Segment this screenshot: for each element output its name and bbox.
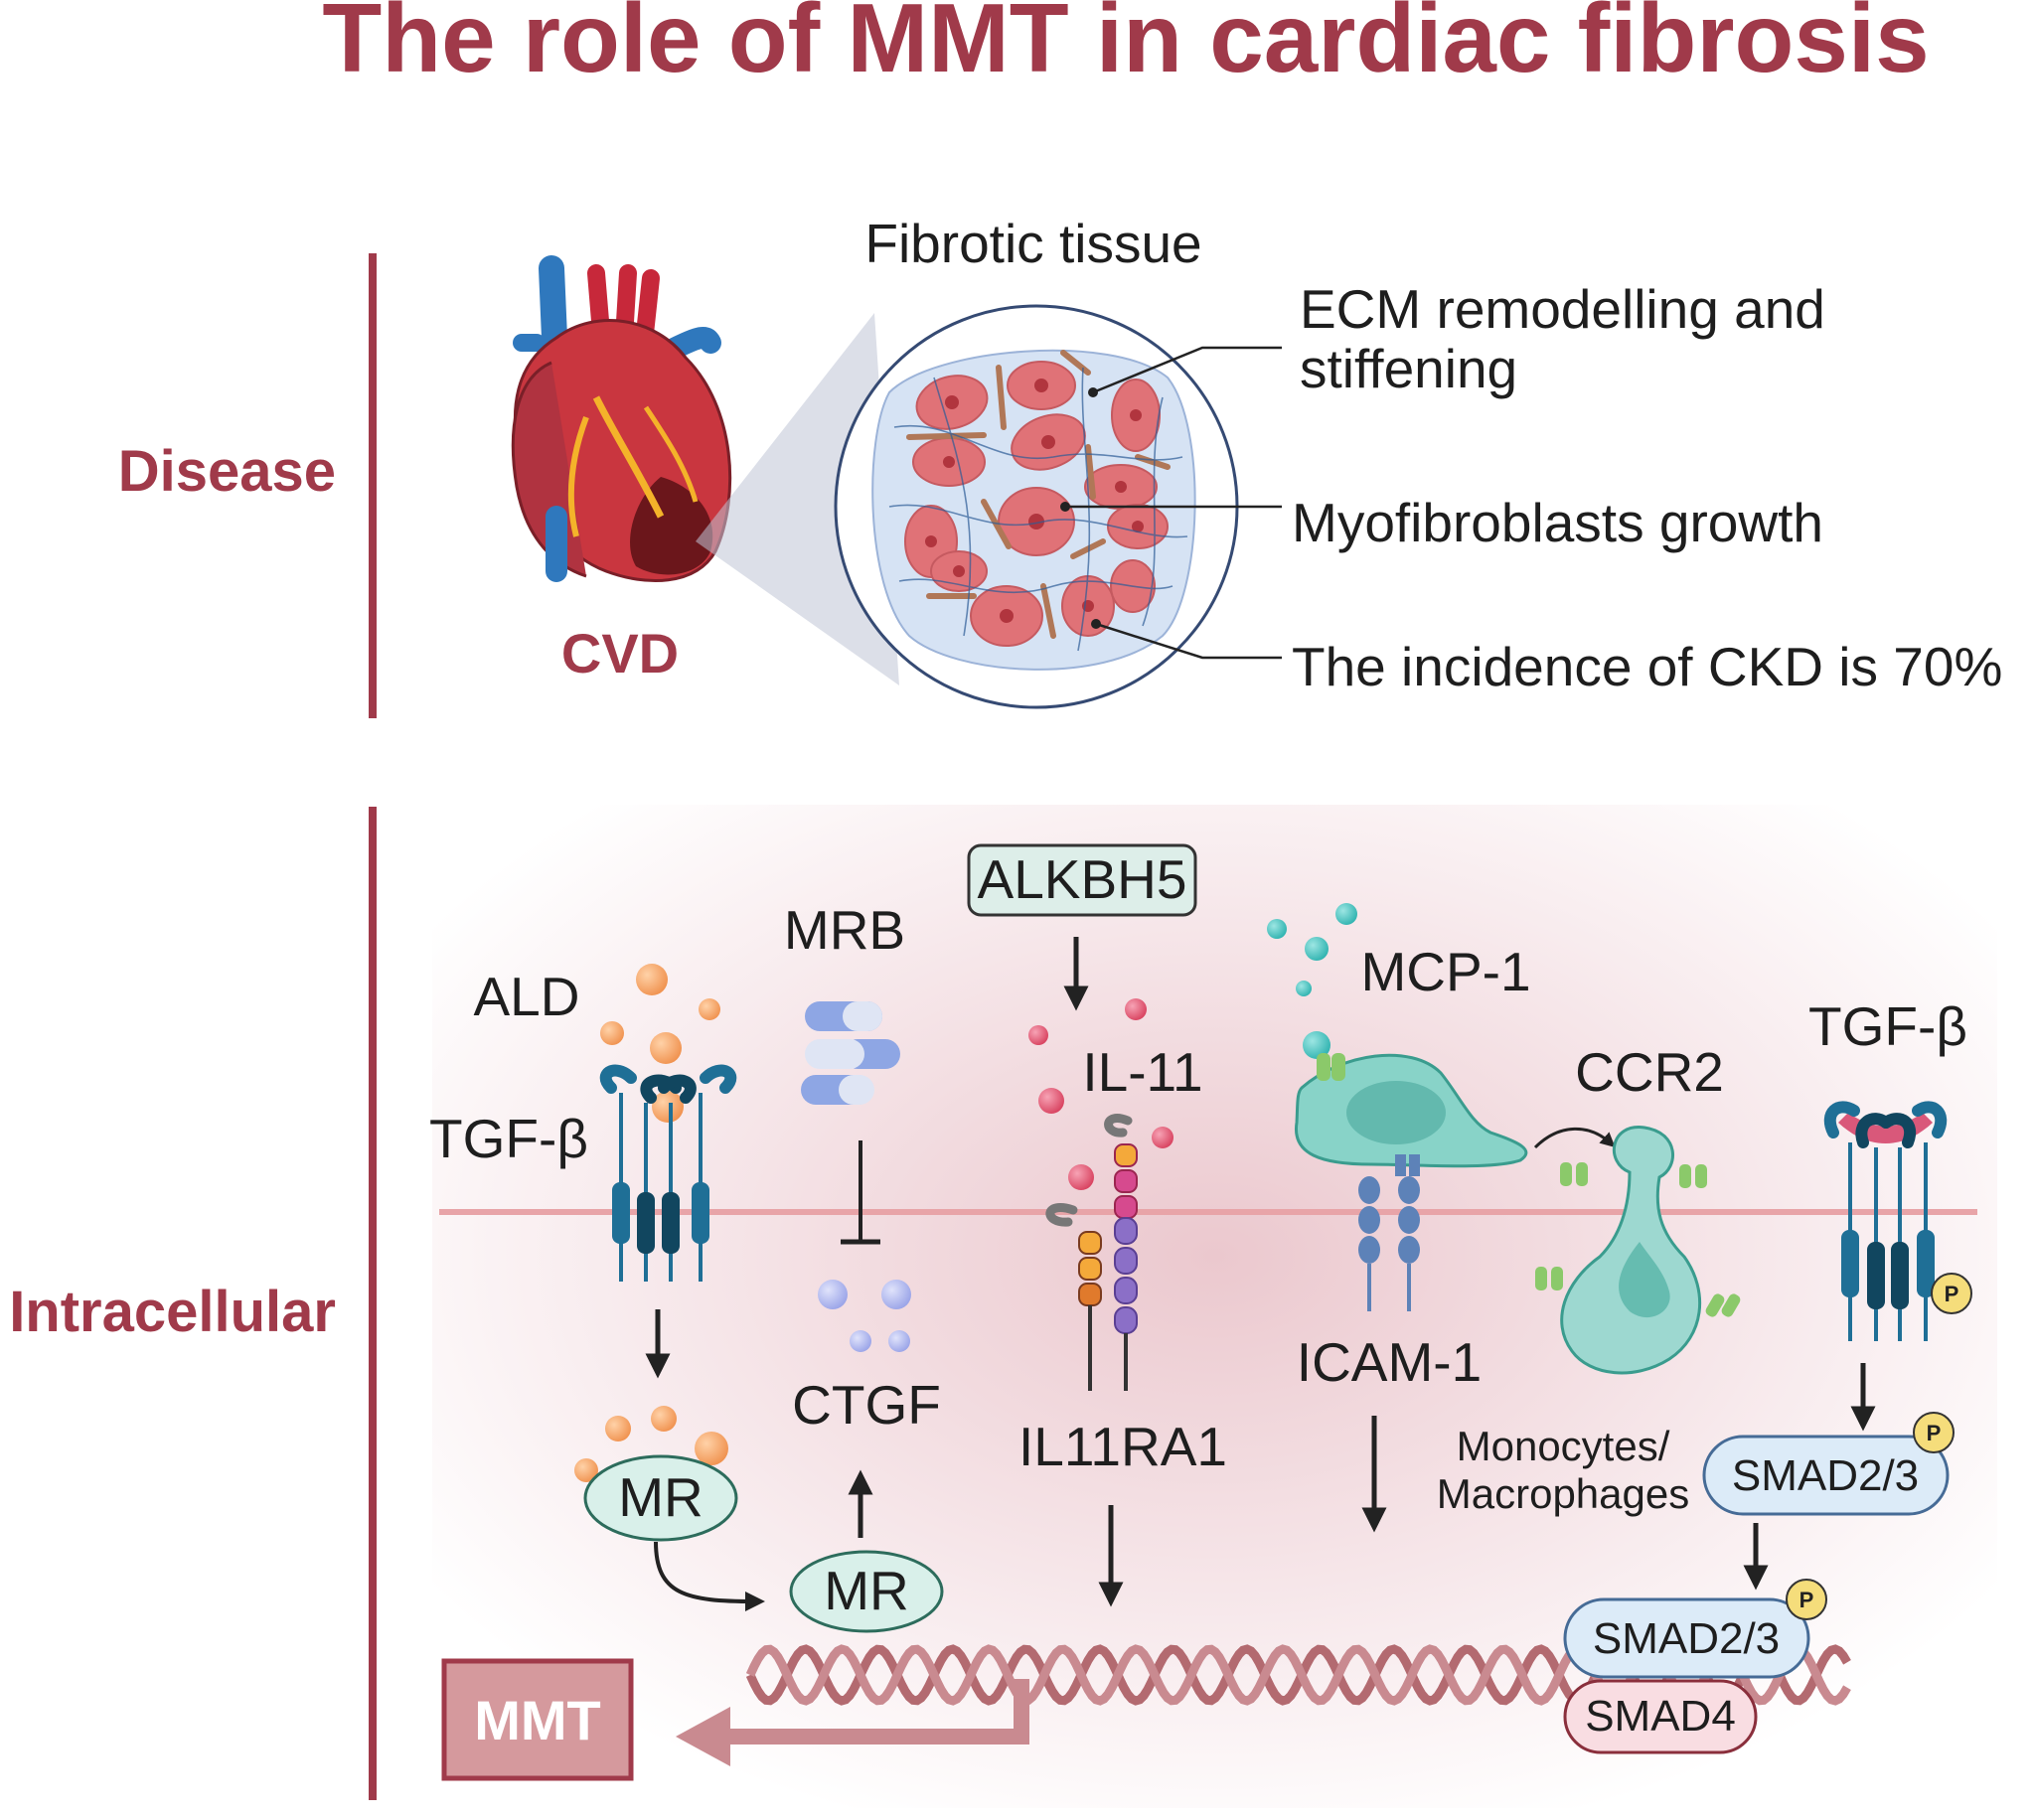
mmt-box <box>441 1658 634 1781</box>
ctgf-molecules <box>818 1280 911 1352</box>
label-smad23-top: SMAD2/3 <box>1732 1451 1919 1500</box>
page-title: The role of MMT in cardiac fibrosis <box>322 0 1929 92</box>
alkbh5-box <box>967 843 1197 917</box>
callout-ckd-incidence: The incidence of CKD is 70% <box>1292 636 2002 697</box>
tgfb-receptor-left <box>599 1064 737 1282</box>
arrow-mr-to-mr <box>654 1541 765 1611</box>
ald-ligands-mr <box>574 1406 728 1482</box>
label-smad23-bottom: SMAD2/3 <box>1593 1614 1780 1663</box>
disease-section-bar <box>369 253 377 718</box>
svg-text:P: P <box>1945 1282 1959 1306</box>
mr-bottom-node <box>789 1550 944 1633</box>
label-tgfb-right: TGF-β <box>1808 995 1967 1057</box>
label-smad4: SMAD4 <box>1585 1692 1736 1741</box>
tissue-callout-lines <box>1065 346 1282 660</box>
arrow-dna-to-mmt-head <box>676 1707 730 1766</box>
label-mcp1: MCP-1 <box>1360 941 1530 1002</box>
label-mmt: MMT <box>474 1689 601 1751</box>
label-mr-bottom: MR <box>824 1560 909 1621</box>
callout-myofibroblasts: Myofibroblasts growth <box>1292 492 1823 553</box>
label-il11: IL-11 <box>1082 1041 1202 1103</box>
heart-label-cvd: CVD <box>561 622 679 684</box>
label-ctgf: CTGF <box>792 1374 941 1436</box>
intracellular-section-bar <box>369 807 377 1800</box>
label-ald: ALD <box>474 966 580 1027</box>
fibrotic-tissue-title: Fibrotic tissue <box>864 213 1201 274</box>
cell-membrane <box>439 1209 1977 1215</box>
label-macrophages: Macrophages <box>1437 1470 1689 1517</box>
fibrotic-tissue-circle <box>834 304 1239 709</box>
monocyte-cell <box>1294 1053 1528 1311</box>
label-tgfb-left: TGF-β <box>429 1108 588 1169</box>
label-alkbh5: ALKBH5 <box>978 848 1187 910</box>
svg-text:P: P <box>1799 1588 1814 1612</box>
arrow-monocyte-to-ccr2 <box>1533 1127 1616 1149</box>
phospho-badge-smad-top: P <box>1913 1412 1955 1453</box>
callout-ecm-line1: ECM remodelling and <box>1300 278 1825 340</box>
section-label-disease: Disease <box>118 439 336 504</box>
arrow-dna-to-mmt-line <box>723 1679 1029 1744</box>
tgfb-receptor-right <box>1823 1101 1948 1341</box>
label-mr-top: MR <box>618 1466 704 1528</box>
label-il11ra1: IL11RA1 <box>1018 1416 1227 1477</box>
mcp1-molecules <box>1267 903 1357 1059</box>
section-label-intracellular: Intracellular <box>9 1280 336 1344</box>
label-mrb: MRB <box>784 899 905 961</box>
smad4-pill <box>1563 1679 1758 1754</box>
label-monocytes: Monocytes/ <box>1457 1423 1670 1469</box>
smad23-top-pill <box>1702 1435 1950 1516</box>
il11ra1-receptor <box>1045 1114 1138 1391</box>
smad23-bottom-pill <box>1563 1597 1810 1679</box>
mr-top-node <box>583 1454 738 1542</box>
il11-ligands <box>1028 998 1173 1190</box>
phospho-badge-smad-bottom: P <box>1786 1579 1827 1620</box>
svg-text:P: P <box>1927 1421 1942 1445</box>
phospho-badge-receptor: P <box>1931 1273 1972 1314</box>
ald-ligands <box>600 964 720 1123</box>
mrb-capsule-icon <box>801 1001 900 1105</box>
callout-ecm-line2: stiffening <box>1300 338 1517 399</box>
label-ccr2: CCR2 <box>1575 1041 1724 1103</box>
zoom-cone <box>696 313 899 685</box>
heart-illustration <box>511 255 732 582</box>
label-icam1: ICAM-1 <box>1297 1331 1482 1393</box>
ccr2-cell <box>1535 1126 1741 1375</box>
